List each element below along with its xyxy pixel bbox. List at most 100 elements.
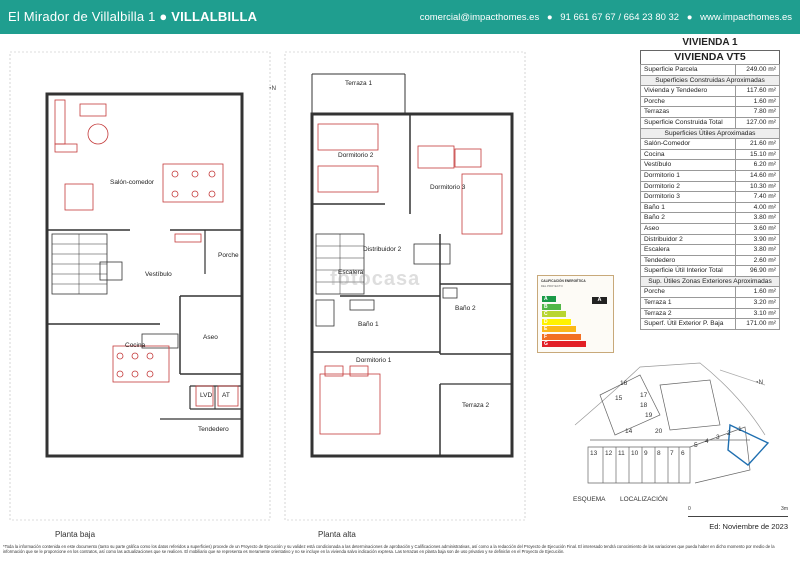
scale-ticks bbox=[688, 513, 788, 517]
contact-info: comercial@impacthomes.es ● 91 661 67 67 … bbox=[420, 12, 792, 23]
row-label: Distribuidor 2 bbox=[640, 233, 736, 246]
scale-end: 3m bbox=[781, 506, 788, 512]
map-unit-number: 6 bbox=[681, 450, 685, 457]
row-label: Vestíbulo bbox=[640, 159, 736, 171]
edition-date: Ed: Noviembre de 2023 bbox=[709, 522, 788, 531]
row-value: 127.00 m² bbox=[735, 116, 780, 129]
table-section-header: Superficies Construidas Aproximadas bbox=[640, 74, 780, 87]
map-unit-number: 3 bbox=[716, 434, 720, 441]
row-label: Baño 1 bbox=[640, 201, 736, 214]
row-label: Dormitorio 2 bbox=[640, 180, 736, 193]
upper-plot-outline bbox=[284, 51, 526, 521]
upper-floor-label: Planta alta bbox=[318, 530, 356, 539]
row-label: Terraza 1 bbox=[640, 297, 736, 309]
row-label: Terraza 2 bbox=[640, 307, 736, 320]
section-title: Superficies Construidas Aproximadas bbox=[640, 74, 780, 87]
map-unit-number: 2 bbox=[727, 430, 731, 437]
energy-bar-letter: G bbox=[544, 341, 548, 347]
map-unit-number: 9 bbox=[644, 450, 648, 457]
section-title: Sup. Útiles Zonas Exteriores Aproximadas bbox=[640, 275, 780, 288]
scale-bar: 0 3m bbox=[688, 506, 788, 520]
row-value: 15.10 m² bbox=[735, 148, 780, 161]
energy-bar-d: D bbox=[542, 318, 571, 325]
map-unit-number: 18 bbox=[640, 402, 648, 409]
row-label: Superf. Útil Exterior P. Baja bbox=[640, 318, 736, 330]
energy-bar-letter: B bbox=[544, 303, 548, 310]
row-value: 249.00 m² bbox=[735, 64, 780, 76]
watermark: fotocasa bbox=[330, 268, 421, 290]
room-at: AT bbox=[222, 392, 230, 399]
website-link[interactable]: www.impacthomes.es bbox=[700, 12, 792, 23]
separator-icon: ● bbox=[686, 12, 693, 23]
map-unit-number: 20 bbox=[655, 428, 663, 435]
energy-bar-letter: F bbox=[544, 333, 548, 340]
energy-title: CALIFICACIÓN ENERGÉTICA bbox=[541, 279, 586, 283]
map-unit-number: 4 bbox=[705, 438, 709, 445]
row-label: Escalera bbox=[640, 244, 736, 256]
map-north-icon: ◔N bbox=[755, 380, 763, 386]
row-value: 117.60 m² bbox=[735, 85, 780, 97]
row-value: 6.20 m² bbox=[735, 159, 780, 171]
unit-title: VIVIENDA 1 bbox=[682, 37, 738, 48]
row-value: 7.80 m² bbox=[735, 106, 780, 118]
row-label: Superficie Parcela bbox=[640, 64, 736, 76]
separator-icon: ● bbox=[546, 12, 553, 23]
map-unit-number: 14 bbox=[625, 428, 633, 435]
room-lvd: LVD bbox=[200, 392, 213, 399]
row-value: 3.80 m² bbox=[735, 244, 780, 256]
energy-bar-c: C bbox=[542, 311, 566, 317]
location-label: LOCALIZACIÓN bbox=[620, 496, 668, 503]
map-unit-number: 15 bbox=[615, 395, 623, 402]
upper-floor-walls bbox=[310, 73, 514, 458]
energy-bar-letter: E bbox=[544, 326, 548, 332]
specification-panel: VIVIENDA 1 VIVIENDA VT5 Superficie Parce… bbox=[640, 36, 780, 330]
energy-rating-badge: A bbox=[592, 297, 607, 304]
energy-subtitle: DEL PROYECTO bbox=[541, 284, 563, 288]
energy-bar-letter: A bbox=[544, 296, 548, 302]
map-unit-number: 13 bbox=[590, 450, 598, 457]
row-label: Porche bbox=[640, 286, 736, 299]
energy-bar-f: F bbox=[542, 333, 581, 340]
room-dormitorio-2: Dormitorio 2 bbox=[338, 152, 374, 159]
floor-plans: Salón-comedor Porche Vestíbulo Aseo Coci… bbox=[0, 34, 540, 544]
row-label: Superficie Útil Interior Total bbox=[640, 265, 736, 277]
row-value: 3.60 m² bbox=[735, 222, 780, 235]
section-title: Superficies Útiles Aproximadas bbox=[640, 127, 780, 140]
row-value: 171.00 m² bbox=[735, 318, 780, 330]
unit-type: VIVIENDA VT5 bbox=[640, 50, 780, 64]
room-tendedero: Tendedero bbox=[198, 426, 229, 433]
row-label: Dormitorio 3 bbox=[640, 191, 736, 203]
scale-start: 0 bbox=[688, 506, 691, 512]
ground-floor-walls bbox=[45, 92, 244, 458]
room-bano-2: Baño 2 bbox=[455, 305, 476, 312]
email-link[interactable]: comercial@impacthomes.es bbox=[419, 12, 540, 23]
row-label: Salón-Comedor bbox=[640, 138, 736, 150]
row-value: 3.20 m² bbox=[735, 297, 780, 309]
bullet-icon: ● bbox=[155, 9, 172, 24]
room-cocina: Cocina bbox=[125, 342, 146, 349]
map-unit-number: 10 bbox=[631, 450, 639, 457]
map-unit-number: 19 bbox=[645, 412, 653, 419]
map-unit-number: 11 bbox=[618, 450, 625, 457]
schema-label: ESQUEMA bbox=[573, 496, 606, 503]
room-distribuidor-2: Distribuidor 2 bbox=[363, 246, 402, 253]
row-label: Terrazas bbox=[640, 106, 736, 118]
room-salon-comedor: Salón-comedor bbox=[110, 179, 155, 186]
room-porche: Porche bbox=[218, 252, 239, 259]
project-title: El Mirador de Villalbilla 1 ● VILLALBILL… bbox=[8, 9, 258, 24]
